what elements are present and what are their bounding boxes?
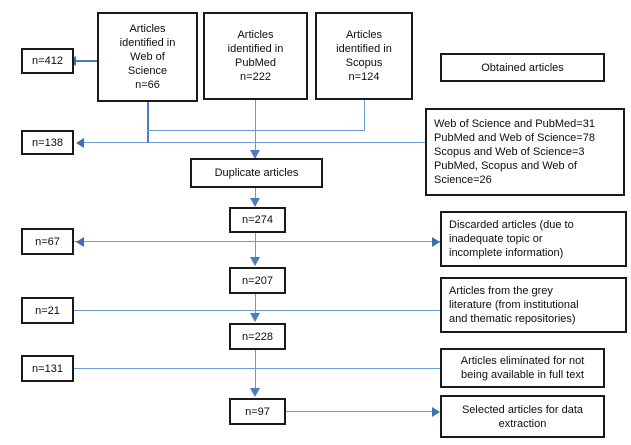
- connector-228-to-97: [255, 350, 256, 390]
- connector-207-to-228: [255, 294, 256, 314]
- legend-box-obtained-articles[interactable]: Obtained articles: [440, 53, 605, 82]
- annotation-box-discarded-reason[interactable]: Discarded articles (due to inadequate to…: [440, 211, 627, 267]
- count-label-not-fulltext: n=131: [32, 362, 63, 375]
- count-label-selected: n=97: [245, 405, 270, 418]
- count-label-grey-literature: n=21: [35, 304, 60, 317]
- count-label-discarded: n=67: [35, 235, 60, 248]
- stage-box-duplicate-articles[interactable]: Duplicate articles: [190, 158, 323, 188]
- connector-duplicates-line: [84, 142, 625, 143]
- count-box-selected[interactable]: n=97: [229, 398, 286, 425]
- stage-label-duplicate-articles: Duplicate articles: [214, 167, 299, 179]
- arrowhead-duplicates: [76, 138, 84, 148]
- connector-sources-join: [147, 130, 365, 131]
- connector-discarded-line: [29, 241, 611, 242]
- count-box-discarded[interactable]: n=67: [21, 228, 74, 255]
- count-box-after-duplicates[interactable]: n=274: [229, 207, 286, 233]
- annotation-box-eliminated-reason[interactable]: Articles eliminated for not being availa…: [440, 348, 605, 388]
- legend-box-overlaps[interactable]: Web of Science and PubMed=31 PubMed and …: [425, 108, 625, 196]
- arrowhead-duplicate-articles: [250, 150, 260, 159]
- source-label-scopus: Articles identified in Scopus n=124: [336, 29, 392, 83]
- arrowhead-n207: [250, 257, 260, 266]
- arrowhead-discarded-left: [76, 237, 84, 247]
- arrowhead-selected: [432, 407, 440, 417]
- connector-wos-to-total: [76, 60, 98, 62]
- count-label-total-obtained: n=412: [32, 55, 63, 67]
- source-label-pubmed: Articles identified in PubMed n=222: [227, 29, 284, 83]
- arrowhead-n274: [250, 198, 260, 207]
- count-label-after-grey: n=228: [242, 330, 273, 343]
- count-box-after-grey[interactable]: n=228: [229, 323, 286, 350]
- annotation-box-grey-literature[interactable]: Articles from the grey literature (from …: [440, 277, 627, 333]
- count-label-duplicates: n=138: [32, 136, 63, 149]
- count-label-after-duplicates: n=274: [242, 214, 273, 226]
- arrowhead-n228: [250, 313, 260, 322]
- legend-label-obtained: Obtained articles: [481, 61, 564, 74]
- annotation-label-discarded-reason: Discarded articles (due to inadequate to…: [449, 219, 574, 259]
- count-box-not-fulltext[interactable]: n=131: [21, 355, 74, 382]
- count-box-after-discard[interactable]: n=207: [229, 267, 286, 294]
- source-box-pubmed[interactable]: Articles identified in PubMed n=222: [203, 12, 308, 100]
- source-box-web-of-science[interactable]: Articles identified in Web of Science n=…: [97, 12, 198, 102]
- source-box-scopus[interactable]: Articles identified in Scopus n=124: [315, 12, 413, 100]
- annotation-label-selected-outcome: Selected articles for data extraction: [461, 403, 584, 430]
- connector-scopus-down: [364, 100, 365, 130]
- source-label-web-of-science: Articles identified in Web of Science n=…: [119, 23, 176, 91]
- annotation-label-grey-literature: Articles from the grey literature (from …: [449, 285, 579, 325]
- connector-dup-to-274: [255, 188, 256, 200]
- annotation-label-eliminated-reason: Articles eliminated for not being availa…: [460, 355, 585, 381]
- connector-wos-down: [147, 100, 149, 142]
- count-label-after-discard: n=207: [242, 274, 273, 287]
- arrowhead-discarded-right: [432, 237, 440, 247]
- connector-grey-literature-line: [74, 310, 442, 311]
- count-box-duplicates[interactable]: n=138: [21, 130, 74, 155]
- arrowhead-n97: [250, 388, 260, 397]
- count-box-grey-literature[interactable]: n=21: [21, 297, 74, 324]
- annotation-box-selected-outcome[interactable]: Selected articles for data extraction: [440, 395, 605, 438]
- connector-not-fulltext-line: [74, 368, 442, 369]
- count-box-total-obtained[interactable]: n=412: [21, 48, 74, 74]
- connector-97-to-selected: [285, 411, 437, 412]
- legend-label-overlaps: Web of Science and PubMed=31 PubMed and …: [434, 118, 595, 186]
- connector-274-to-207: [255, 232, 256, 259]
